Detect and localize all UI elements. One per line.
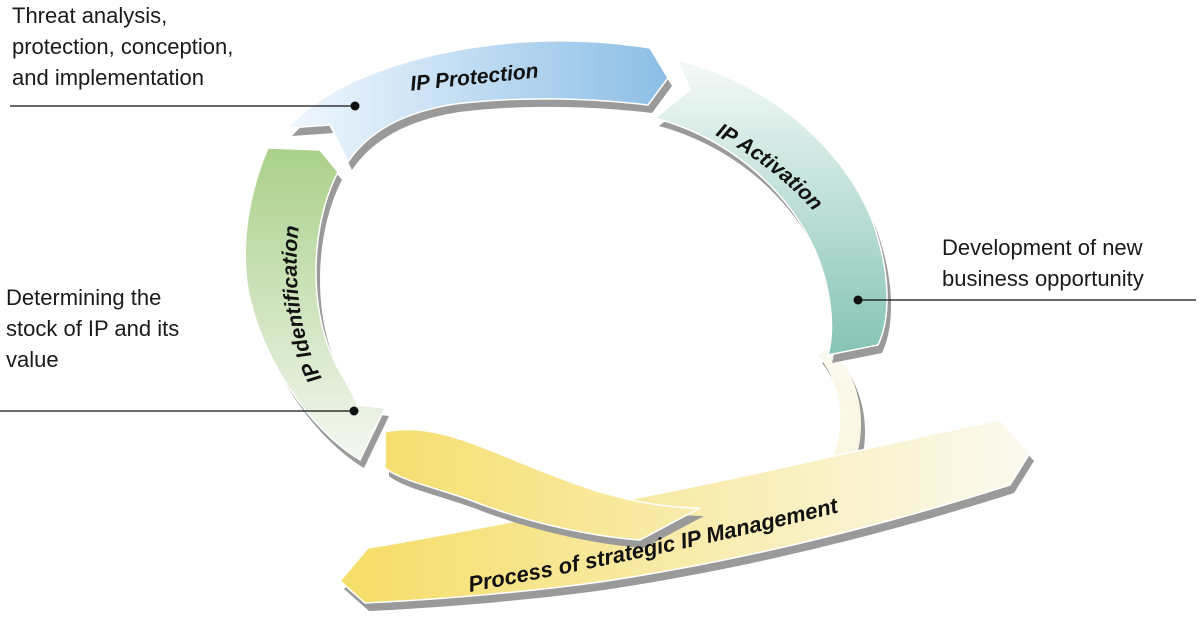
identification-leader-dot <box>349 406 359 416</box>
management-band: Process of strategic IP Management <box>338 419 1034 611</box>
activation-note-line: business opportunity <box>942 266 1144 291</box>
identification-note-line: value <box>6 347 59 372</box>
protection-leader-dot <box>350 101 360 111</box>
identification-note: Determining the stock of IP and its valu… <box>6 282 179 375</box>
protection-note-line: and implementation <box>12 65 205 90</box>
identification-note-line: stock of IP and its <box>6 316 180 341</box>
leader-lines <box>0 101 1196 416</box>
activation-note-line: Development of new <box>942 235 1143 260</box>
protection-note: Threat analysis, protection, conception,… <box>12 0 233 93</box>
protection-note-line: Threat analysis, <box>12 3 168 28</box>
identification-note-line: Determining the <box>6 285 162 310</box>
identification-segment: IP Identification <box>244 147 389 468</box>
activation-note: Development of new business opportunity <box>942 232 1144 294</box>
protection-note-line: protection, conception, <box>12 34 234 59</box>
activation-leader-dot <box>853 295 863 305</box>
activation-segment: IP Activation <box>653 58 892 363</box>
protection-segment: IP Protection <box>286 39 672 170</box>
